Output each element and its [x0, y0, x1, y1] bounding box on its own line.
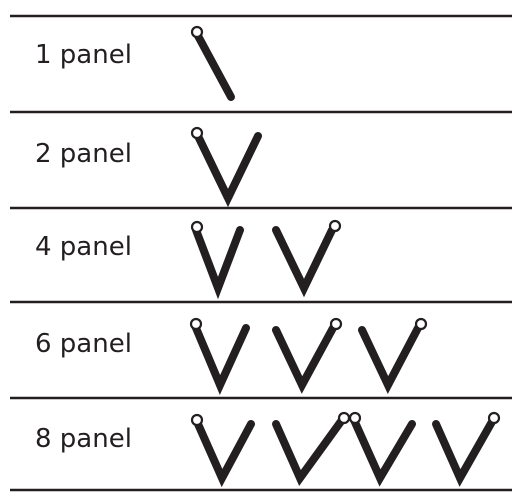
panel-stroke [192, 324, 250, 395]
hinge-pin-icon [329, 317, 343, 331]
hinge-pin-icon [414, 317, 428, 331]
hinge-pin-icon [348, 411, 362, 425]
panel-stroke [192, 226, 244, 300]
row-4-panel: 4 panel [35, 219, 342, 300]
panel-stroke [358, 324, 422, 394]
fold-icon-1-panel [190, 25, 235, 101]
panel-stroke [350, 416, 416, 487]
panel-stroke [272, 416, 346, 486]
row-label: 8 panel [35, 424, 132, 454]
hinge-pin-icon [189, 317, 203, 331]
row-label: 6 panel [35, 329, 132, 359]
panel-stroke [432, 416, 497, 487]
panel-stroke [194, 420, 255, 488]
row-6-panel: 6 panel [35, 317, 428, 395]
panel-stroke [272, 226, 336, 298]
row-label: 2 panel [35, 139, 132, 169]
fold-icon-4-panel [190, 219, 342, 300]
hinge-pin-icon [328, 219, 342, 233]
hinge-pin-icon [190, 25, 204, 39]
hinge-pin-icon [190, 220, 204, 234]
row-1-panel: 1 panel [35, 25, 235, 101]
fold-icon-2-panel [190, 126, 262, 208]
fold-icon-6-panel [189, 317, 428, 395]
row-label: 4 panel [35, 232, 132, 262]
panel-stroke [194, 132, 262, 208]
panel-stroke [193, 30, 235, 101]
row-8-panel: 8 panel [35, 411, 501, 488]
hinge-pin-icon [190, 413, 204, 427]
row-label: 1 panel [35, 40, 132, 70]
row-2-panel: 2 panel [35, 126, 262, 208]
fold-icon-8-panel [190, 411, 501, 488]
hinge-pin-icon [337, 411, 351, 425]
panel-stroke [272, 324, 337, 394]
hinge-pin-icon [487, 411, 501, 425]
hinge-pin-icon [190, 126, 204, 140]
